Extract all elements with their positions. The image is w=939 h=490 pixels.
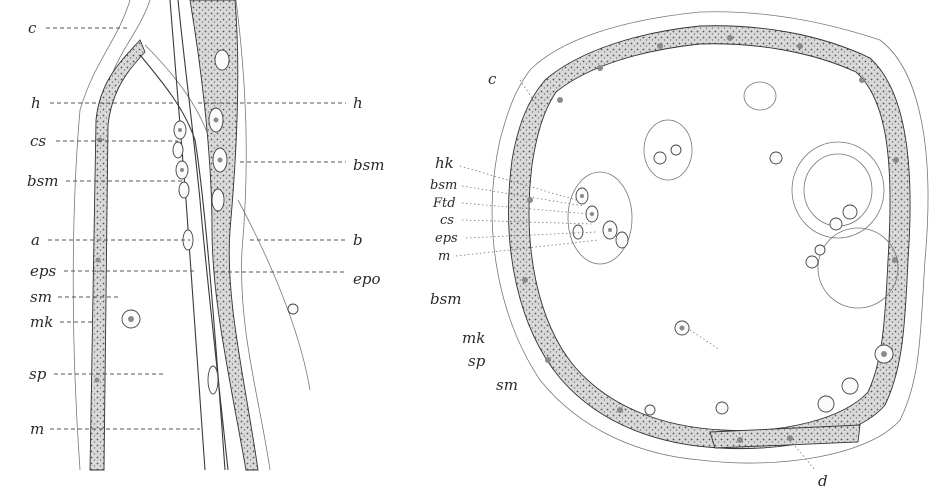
label-ftd: Ftd <box>432 196 456 211</box>
label-c-right-figure: c <box>488 70 497 88</box>
label-epo: epo <box>353 270 381 288</box>
label-bsm-right-figure: bsm <box>430 178 457 193</box>
label-d: d <box>818 472 828 490</box>
label-sp-right-figure: sp <box>468 352 486 370</box>
label-h-right: h <box>353 94 363 112</box>
left-body-wall <box>90 40 145 470</box>
label-mk-right-figure: mk <box>462 329 485 347</box>
label-mk: mk <box>30 313 53 331</box>
label-eps: eps <box>30 262 56 280</box>
label-m: m <box>30 420 44 438</box>
label-m-right-figure: m <box>438 249 450 264</box>
label-b: b <box>353 231 363 249</box>
label-bsm: bsm <box>27 172 59 190</box>
label-eps-right-figure: eps <box>435 231 458 246</box>
label-c: c <box>28 19 37 37</box>
ventral-plate <box>710 425 860 448</box>
label-sm: sm <box>30 288 52 306</box>
label-bsm-right: bsm <box>353 156 385 174</box>
label-sp: sp <box>29 365 47 383</box>
label-cs: cs <box>30 132 46 150</box>
label-a: a <box>31 231 40 249</box>
right-section-figure: c hk bsm Ftd cs eps m bsm mk sp sm d <box>430 12 928 490</box>
label-bsm-lower: bsm <box>430 290 462 308</box>
label-h: h <box>31 94 41 112</box>
yolk-vesicles <box>644 82 898 415</box>
label-hk: hk <box>435 154 454 172</box>
left-section-figure: c h cs bsm a eps sm mk sp m h bsm b epo <box>27 0 385 470</box>
label-sm-right-figure: sm <box>496 376 518 394</box>
label-cs-right-figure: cs <box>440 213 454 228</box>
heart-rudiment-cluster <box>568 172 632 264</box>
